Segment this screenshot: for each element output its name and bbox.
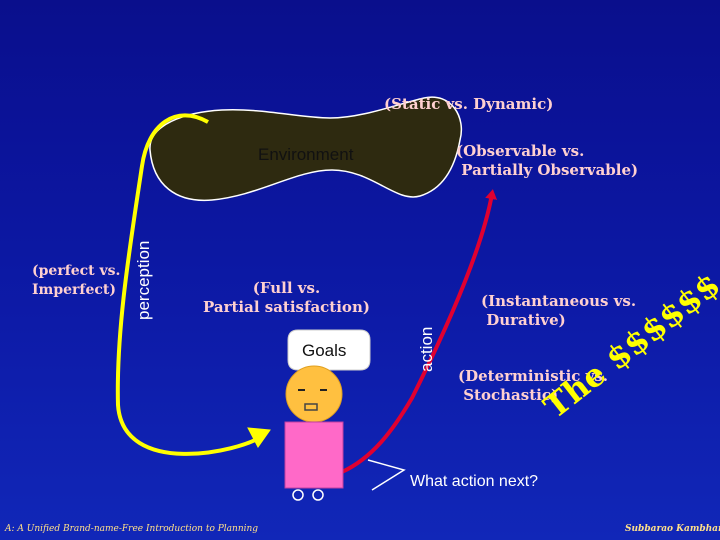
environment-blob — [149, 96, 463, 202]
agent-mouth — [304, 403, 318, 411]
full-partial-label: (Full vs. Partial satisfaction) — [203, 279, 370, 316]
what-action-next-label: What action next? — [410, 473, 539, 490]
action-arrow — [341, 189, 498, 474]
perception-label: perception — [134, 240, 153, 320]
agent-right-wheel — [312, 489, 324, 501]
agent-body — [284, 421, 344, 489]
footer-title: A: A Unified Brand-name-Free Introductio… — [5, 524, 259, 534]
static-dynamic-label: (Static vs. Dynamic) — [384, 95, 554, 113]
perception-arrowhead — [247, 427, 271, 448]
observable-label: (Observable vs. Partially Observable) — [456, 142, 639, 179]
perfect-imperfect-label: (perfect vs. Imperfect) — [32, 263, 121, 298]
perception-arrow — [115, 113, 264, 456]
environment-label: Environment — [258, 145, 354, 164]
footer-author: Subbarao Kambhampati — [625, 524, 720, 534]
what-next-callout — [367, 459, 406, 491]
agent-face — [285, 365, 343, 423]
agent-left-wheel — [292, 489, 304, 501]
action-label: action — [417, 326, 436, 372]
instantaneous-durative-label: (Instantaneous vs. Durative) — [481, 292, 637, 329]
goals-label: Goals — [302, 341, 347, 360]
deterministic-stochastic-label: (Deterministic vs. Stochastic) — [458, 367, 609, 404]
